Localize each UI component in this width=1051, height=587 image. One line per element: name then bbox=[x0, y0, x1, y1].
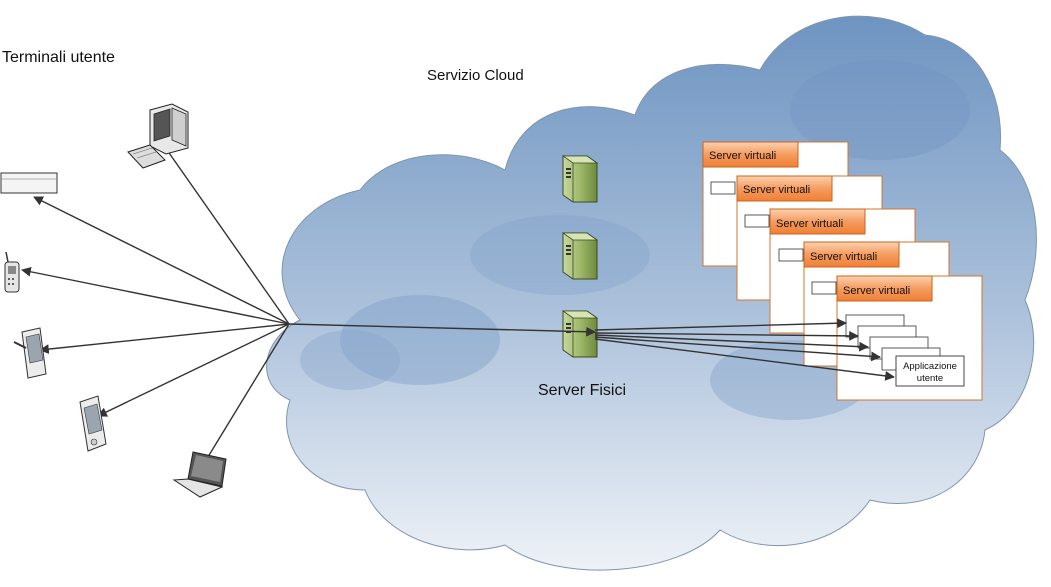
virtual-server-label: Server virtuali bbox=[810, 251, 877, 263]
virtual-server-stack: Server virtuali Server virtuali Server v… bbox=[702, 141, 983, 401]
server-tower-icon bbox=[562, 310, 598, 358]
pocket-pc-icon bbox=[79, 395, 107, 452]
cloud-title: Servizio Cloud bbox=[427, 67, 524, 84]
desktop-computer-icon bbox=[127, 103, 189, 169]
application-label: Applicazione bbox=[903, 361, 957, 372]
pda-icon bbox=[13, 327, 47, 379]
server-tower-icon bbox=[562, 232, 598, 280]
virtual-server-label: Server virtuali bbox=[709, 150, 776, 162]
virtual-server-label: Server virtuali bbox=[843, 285, 910, 297]
terminal-connections bbox=[21, 139, 290, 471]
physical-servers-label: Server Fisici bbox=[538, 382, 627, 399]
laptop-icon bbox=[172, 451, 227, 498]
terminals-title: Terminali utente bbox=[2, 49, 115, 66]
mobile-phone-icon bbox=[4, 251, 20, 293]
server-connections bbox=[288, 318, 895, 381]
virtual-server-label: Server virtuali bbox=[743, 184, 810, 196]
projector-icon bbox=[0, 172, 58, 194]
application-windows: Applicazione utente bbox=[845, 314, 965, 387]
server-tower-icon bbox=[562, 155, 598, 203]
application-label: utente bbox=[917, 373, 943, 384]
virtual-server-label: Server virtuali bbox=[776, 218, 843, 230]
